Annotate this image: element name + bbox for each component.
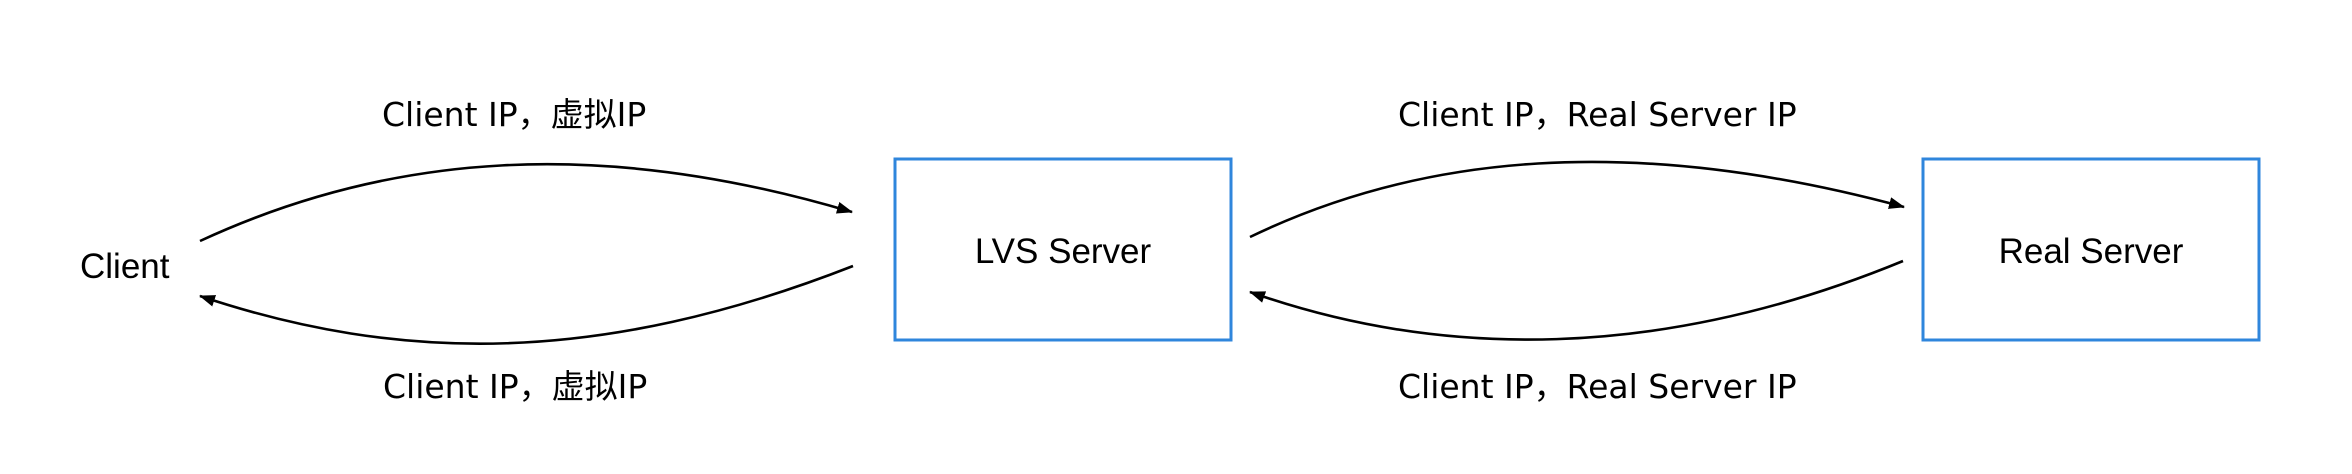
- edge-label-lvs-to-real: Client IP，Real Server IP: [1398, 95, 1797, 134]
- edge-label-real-to-lvs: Client IP，Real Server IP: [1398, 367, 1797, 406]
- client-node-label: Client: [80, 247, 170, 286]
- lvs-server-node: LVS Server: [893, 157, 1233, 342]
- edge-label-client-to-lvs: Client IP，虚拟IP: [382, 95, 646, 134]
- edge-label-lvs-to-client: Client IP，虚拟IP: [383, 367, 647, 406]
- edge-lvs-to-client: [199, 264, 854, 345]
- edge-client-to-lvs: [199, 162, 853, 243]
- real-server-box: [1921, 157, 2261, 342]
- lvs-server-label: LVS Server: [975, 232, 1152, 271]
- edge-real-to-lvs: [1249, 259, 1904, 341]
- real-server-node: Real Server: [1921, 157, 2261, 342]
- edge-lvs-to-real: [1249, 160, 1905, 239]
- lvs-server-box: [893, 157, 1233, 342]
- real-server-label: Real Server: [1999, 232, 2184, 271]
